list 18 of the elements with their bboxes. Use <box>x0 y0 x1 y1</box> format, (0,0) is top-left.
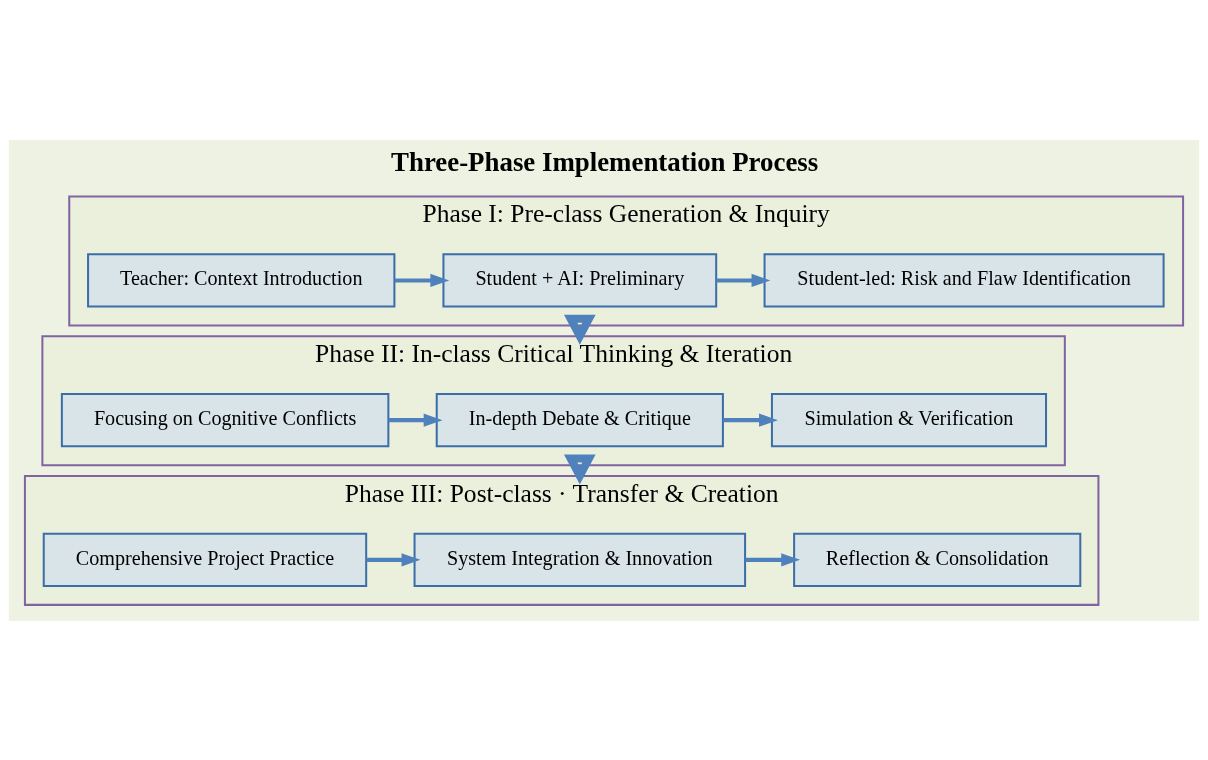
arrow <box>564 314 596 345</box>
arrow <box>716 273 771 287</box>
node-box: Simulation & Verification <box>770 392 1048 447</box>
node-box: Student-led: Risk and Flaw Identification <box>763 252 1165 308</box>
node-box: Comprehensive Project Practice <box>42 532 368 587</box>
node-box: In-depth Debate & Critique <box>435 392 724 447</box>
node-box: Student + AI: Preliminary <box>442 252 718 308</box>
arrow <box>394 273 450 287</box>
arrow <box>366 552 421 566</box>
node-box: Reflection & Consolidation <box>793 532 1082 587</box>
arrow <box>723 413 778 427</box>
arrow <box>745 552 801 566</box>
diagram-title: Three-Phase Implementation Process <box>391 146 819 177</box>
node-box: System Integration & Innovation <box>413 532 747 587</box>
node-box: Focusing on Cognitive Conflicts <box>60 392 390 447</box>
arrow <box>564 453 596 485</box>
node-box: Teacher: Context Introduction <box>87 252 396 308</box>
arrow <box>388 413 443 427</box>
